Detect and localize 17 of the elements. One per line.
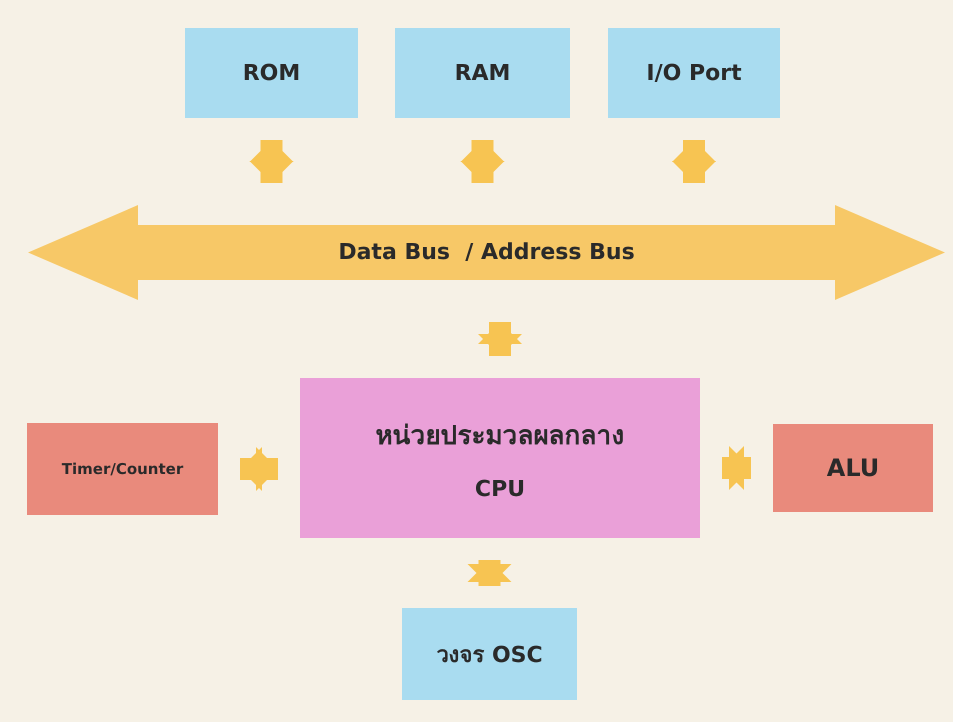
oscillator-box: วงจร OSC	[402, 608, 577, 700]
double-arrow	[460, 140, 504, 183]
double-arrow	[722, 446, 751, 490]
memory-box: ROM	[185, 28, 358, 118]
memory-box: RAM	[395, 28, 570, 118]
box-heading: หน่วยประมวลผลกลาง	[376, 420, 624, 453]
double-arrow	[672, 140, 716, 183]
processor-box	[300, 378, 700, 538]
bus-label: Data Bus / Address Bus	[338, 240, 635, 265]
double-arrow	[478, 322, 522, 356]
box-label: CPU	[474, 477, 526, 502]
double-arrow	[468, 560, 512, 586]
timer-box: Timer/Counter	[27, 423, 218, 515]
double-arrow	[250, 140, 294, 183]
double-arrow	[240, 447, 278, 491]
port-box: I/O Port	[608, 28, 780, 118]
alu-box: ALU	[773, 424, 933, 512]
